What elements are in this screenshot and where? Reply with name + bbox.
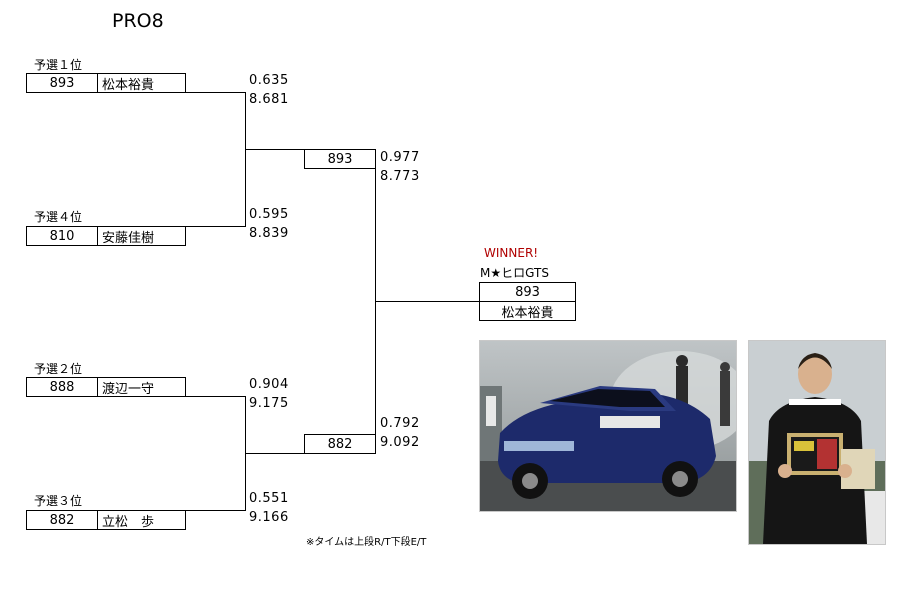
car-number: 810	[49, 228, 75, 244]
seed-label-3: 予選３位	[34, 494, 83, 508]
winner-box: 893 松本裕貴	[479, 282, 576, 321]
bracket-line	[185, 92, 246, 93]
seed-label-1: 予選１位	[34, 58, 83, 72]
driver-name: 安藤佳樹	[97, 227, 185, 246]
race-car-photo	[479, 340, 737, 512]
elapsed-time: 8.773	[380, 169, 420, 184]
entry-box-1: 893 松本裕貴	[26, 73, 186, 93]
semifinal-box-1: 893	[304, 149, 376, 169]
bracket-line	[245, 92, 246, 227]
winner-label: WINNER!	[484, 246, 539, 260]
entry-box-2: 888 渡辺一守	[26, 377, 186, 397]
winner-number: 893	[480, 283, 575, 302]
entry-box-4: 810 安藤佳樹	[26, 226, 186, 246]
elapsed-time: 9.175	[249, 396, 289, 411]
driver-name: 松本裕貴	[97, 74, 185, 93]
driver-name: 立松 歩	[97, 511, 185, 530]
bracket-line	[185, 510, 246, 511]
driver-name: 渡辺一守	[97, 378, 185, 397]
winner-name: 松本裕貴	[501, 305, 554, 321]
bracket-line	[185, 396, 246, 397]
reaction-time: 0.635	[249, 73, 289, 88]
bracket-line	[245, 453, 305, 454]
car-number: 893	[49, 75, 75, 91]
reaction-time: 0.551	[249, 491, 289, 506]
car-number: 882	[49, 512, 75, 528]
entry-box-3: 882 立松 歩	[26, 510, 186, 530]
bracket-line	[185, 226, 246, 227]
elapsed-time: 9.092	[380, 435, 420, 450]
driver-trophy-photo	[748, 340, 886, 545]
timing-note: ※タイムは上段R/T下段E/T	[306, 537, 427, 548]
elapsed-time: 8.839	[249, 226, 289, 241]
reaction-time: 0.792	[380, 416, 420, 431]
bracket-line	[375, 301, 480, 302]
semifinal-box-2: 882	[304, 434, 376, 454]
bracket-line	[245, 149, 305, 150]
page-title: PRO8	[112, 10, 164, 32]
elapsed-time: 9.166	[249, 510, 289, 525]
driver-trophy-icon	[749, 341, 885, 544]
bracket-line	[375, 168, 376, 454]
reaction-time: 0.904	[249, 377, 289, 392]
race-car-icon	[480, 341, 736, 511]
reaction-time: 0.595	[249, 207, 289, 222]
reaction-time: 0.977	[380, 150, 420, 165]
seed-label-4: 予選４位	[34, 210, 83, 224]
seed-label-2: 予選２位	[34, 362, 83, 376]
elapsed-time: 8.681	[249, 92, 289, 107]
car-number: 888	[49, 379, 75, 395]
winner-team: M★ヒロGTS	[480, 266, 549, 280]
